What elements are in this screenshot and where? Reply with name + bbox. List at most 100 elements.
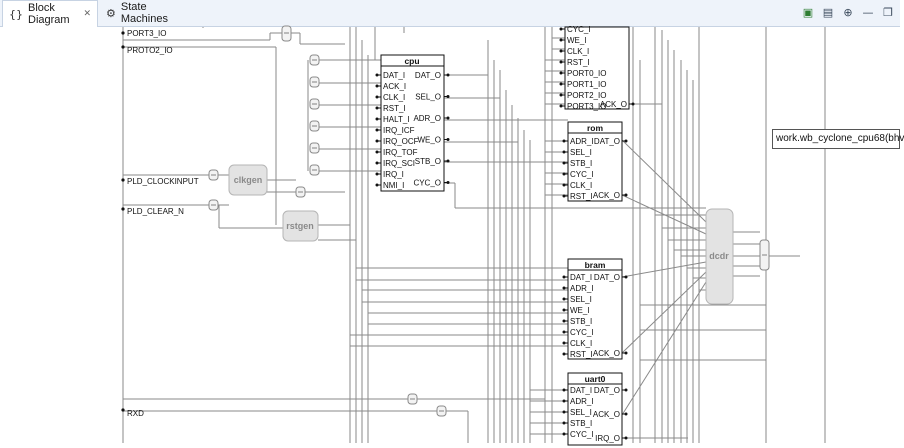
pin-connector[interactable] bbox=[562, 194, 566, 198]
pin-connector[interactable] bbox=[375, 128, 379, 132]
pin-connector[interactable] bbox=[375, 139, 379, 143]
block-diagram: PORT3_IO PROTO2_IO PLD_CLOCKINPUT PLD_CL… bbox=[121, 25, 826, 446]
braces-icon: {} bbox=[9, 7, 23, 21]
pin-connector[interactable] bbox=[562, 275, 566, 279]
pin-label: PORT1_IO bbox=[567, 80, 606, 89]
pin-label: CLK_I bbox=[570, 339, 592, 348]
pin-connector[interactable] bbox=[559, 71, 563, 75]
pin-connector[interactable] bbox=[624, 436, 628, 440]
pin-connector[interactable] bbox=[446, 138, 450, 141]
pin-connector[interactable] bbox=[559, 38, 563, 42]
pin-label: DAT_O bbox=[594, 137, 620, 146]
tab-block-diagram[interactable]: {} Block Diagram ✕ bbox=[2, 0, 98, 27]
port-label: PLD_CLEAR_N bbox=[127, 207, 184, 216]
clkgen-block[interactable]: clkgen bbox=[228, 164, 268, 196]
pin-connector[interactable] bbox=[559, 49, 563, 53]
pin-connector[interactable] bbox=[375, 172, 379, 176]
pin-connector[interactable] bbox=[631, 102, 635, 106]
pin-connector[interactable] bbox=[624, 193, 628, 197]
pin-label: IRQ_ICF bbox=[383, 126, 415, 135]
pin-label: DAT_O bbox=[415, 71, 441, 80]
pin-connector[interactable] bbox=[559, 104, 563, 108]
pin-connector[interactable] bbox=[375, 95, 379, 99]
pin-connector[interactable] bbox=[562, 319, 566, 323]
pin-connector[interactable] bbox=[375, 183, 379, 187]
pin-connector[interactable] bbox=[562, 432, 566, 436]
pin-connector[interactable] bbox=[624, 351, 628, 355]
pin-connector[interactable] bbox=[562, 330, 566, 334]
pin-label: IRQ_I bbox=[383, 170, 404, 179]
pin-label: SEL_I bbox=[570, 408, 592, 417]
minimize-icon[interactable]: — bbox=[862, 5, 874, 19]
pin-connector[interactable] bbox=[562, 183, 566, 187]
pin-connector[interactable] bbox=[446, 73, 450, 77]
pin-connector[interactable] bbox=[375, 150, 379, 154]
pin-connector[interactable] bbox=[562, 286, 566, 290]
pin-connector[interactable] bbox=[446, 159, 450, 163]
pin-connector[interactable] bbox=[562, 421, 566, 425]
zoom-icon[interactable]: ⊕ bbox=[843, 5, 853, 19]
pin-connector[interactable] bbox=[562, 308, 566, 312]
pin-label: WE_O bbox=[417, 136, 441, 145]
pin-connector[interactable] bbox=[562, 161, 566, 165]
pin-connector[interactable] bbox=[559, 82, 563, 86]
pin-connector[interactable] bbox=[624, 412, 628, 416]
pin-connector[interactable] bbox=[446, 181, 450, 184]
save-icon[interactable]: ▤ bbox=[822, 5, 834, 19]
pin-label: STB_I bbox=[570, 419, 592, 428]
pin-label: IRQ_TOF bbox=[383, 148, 418, 157]
pin-label: ACK_O bbox=[593, 410, 620, 419]
close-icon[interactable]: ✕ bbox=[83, 9, 91, 19]
pin-connector[interactable] bbox=[562, 297, 566, 301]
pin-connector[interactable] bbox=[562, 410, 566, 414]
pin-connector[interactable] bbox=[446, 95, 450, 98]
pin-label: ADR_I bbox=[570, 397, 594, 406]
pin-label: STB_I bbox=[570, 159, 592, 168]
pin-connector[interactable] bbox=[624, 388, 628, 392]
pin-connector[interactable] bbox=[624, 275, 628, 279]
pin-label: SEL_O bbox=[415, 93, 441, 102]
restore-icon[interactable]: ❐ bbox=[883, 5, 893, 19]
cpu-block[interactable]: cpu DAT_IACK_ICLK_IRST_IHALT_IIRQ_ICFIRQ… bbox=[375, 54, 450, 192]
rstgen-block[interactable]: rstgen bbox=[282, 210, 319, 242]
pin-connector[interactable] bbox=[559, 27, 563, 31]
bram-block[interactable]: bram DAT_IADR_ISEL_IWE_ISTB_ICYC_ICLK_IR… bbox=[562, 258, 628, 360]
pin-connector[interactable] bbox=[375, 117, 379, 121]
pin-label: DAT_O bbox=[594, 273, 620, 282]
pin-label: PORT3_IO bbox=[567, 102, 606, 111]
pin-connector[interactable] bbox=[562, 172, 566, 176]
pin-label: STB_O bbox=[415, 157, 441, 166]
pin-connector[interactable] bbox=[562, 388, 566, 392]
pin-connector[interactable] bbox=[559, 93, 563, 97]
pin-connector[interactable] bbox=[375, 73, 379, 77]
pin-label: PORT2_IO bbox=[567, 91, 606, 100]
pin-connector[interactable] bbox=[624, 139, 628, 143]
instance-tooltip: work.wb_cyclone_cpu68(bhv bbox=[772, 129, 904, 149]
pin-label: DAT_I bbox=[383, 71, 405, 80]
pin-connector[interactable] bbox=[562, 341, 566, 345]
pin-label: CYC_I bbox=[570, 170, 594, 179]
pin-connector[interactable] bbox=[562, 139, 566, 143]
io-block[interactable]: CYC_IWE_ICLK_IRST_IPORT0_IOPORT1_IOPORT2… bbox=[559, 25, 635, 111]
pin-connector[interactable] bbox=[562, 150, 566, 154]
pin-connector[interactable] bbox=[375, 84, 379, 88]
export-icon[interactable]: ▣ bbox=[802, 5, 814, 19]
bram-title: bram bbox=[585, 260, 606, 270]
diagram-canvas[interactable]: PORT3_IO PROTO2_IO PLD_CLOCKINPUT PLD_CL… bbox=[0, 25, 904, 446]
pin-label: STB_I bbox=[570, 317, 592, 326]
port-label: RXD bbox=[127, 409, 144, 418]
pin-connector[interactable] bbox=[559, 60, 563, 64]
tab-state-machines[interactable]: ⚙ State Machines bbox=[100, 0, 196, 26]
svg-text:rstgen: rstgen bbox=[286, 221, 314, 231]
pin-connector[interactable] bbox=[375, 161, 379, 165]
pin-connector[interactable] bbox=[562, 399, 566, 403]
pin-connector[interactable] bbox=[375, 106, 379, 110]
dcdr-block[interactable]: dcdr bbox=[705, 208, 734, 305]
pin-connector[interactable] bbox=[562, 352, 566, 356]
port-label: PROTO2_IO bbox=[127, 46, 173, 55]
pin-connector[interactable] bbox=[446, 116, 450, 120]
pin-label: CYC_I bbox=[567, 25, 591, 34]
pin-label: ACK_O bbox=[593, 191, 620, 200]
